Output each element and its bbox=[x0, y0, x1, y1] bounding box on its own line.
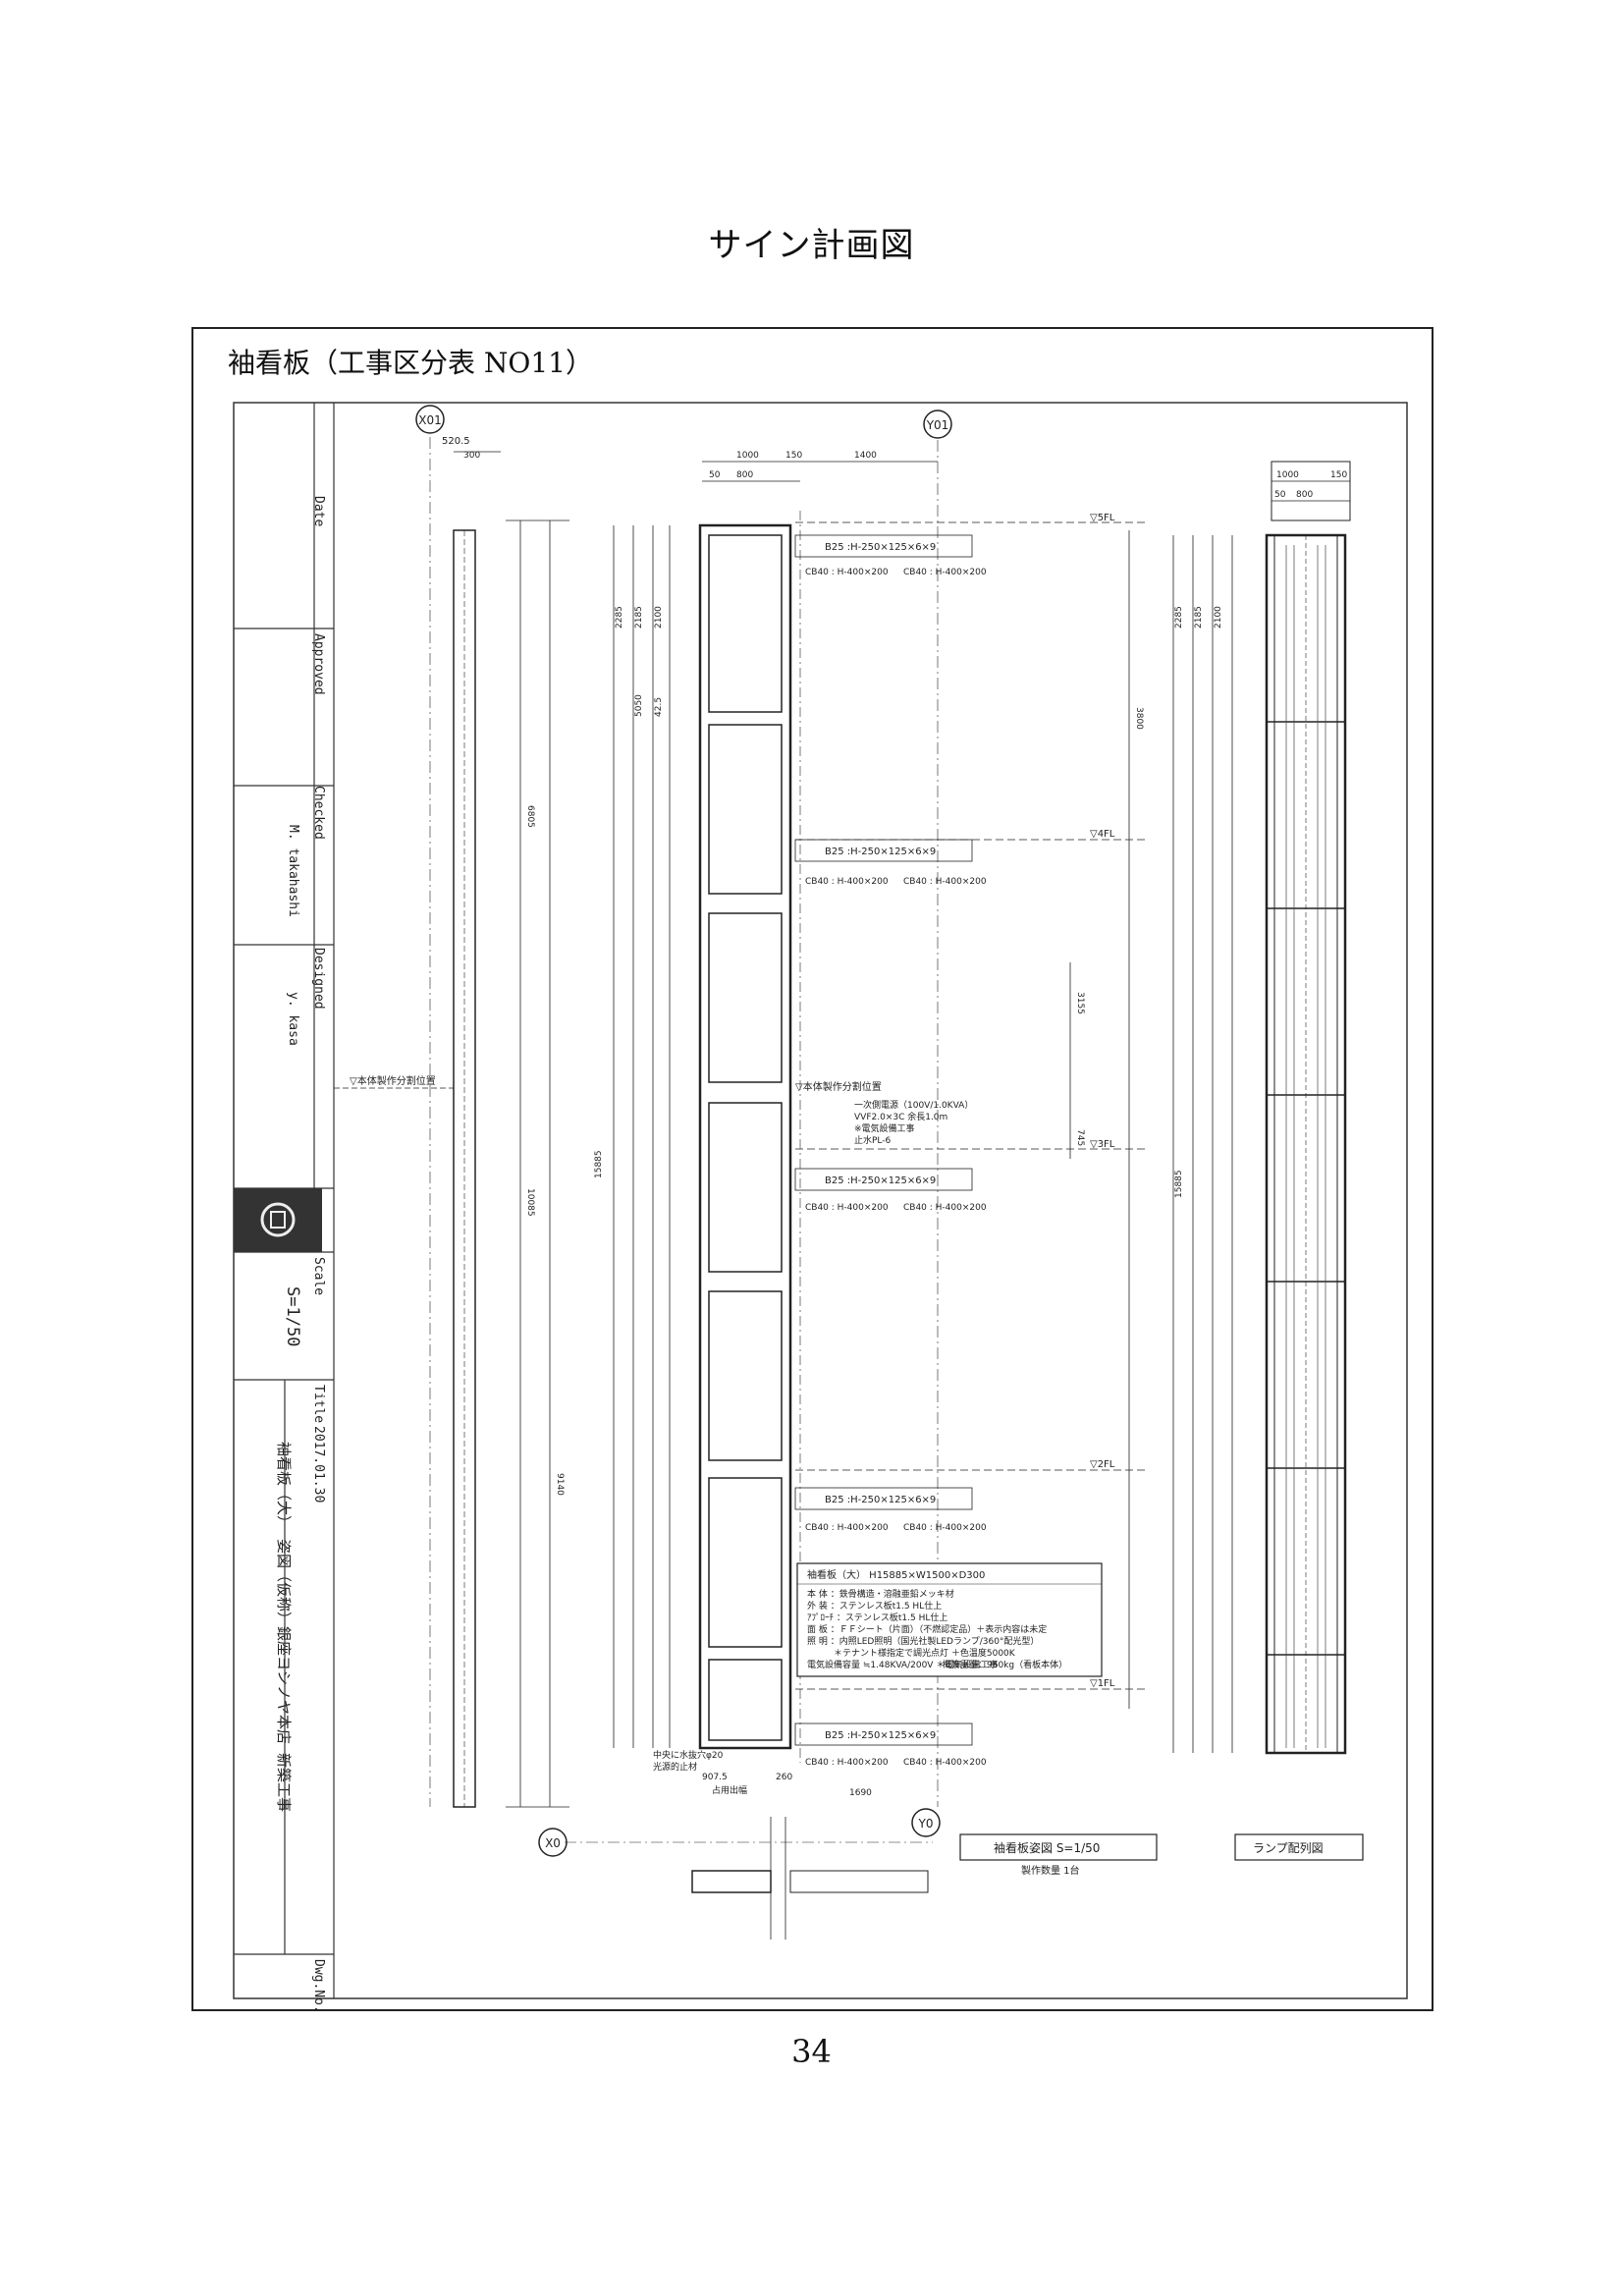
elevation-caption-box bbox=[959, 1833, 1158, 1861]
spec-box bbox=[796, 1562, 1103, 1677]
top-dim-50: 50 bbox=[709, 470, 721, 480]
right-panel-dim-2285: 2285 bbox=[1174, 606, 1184, 629]
level-mark-3: ▽3FL bbox=[1090, 1139, 1115, 1150]
beam-label-5: B25 :H-250×125×6×9 bbox=[825, 1730, 936, 1741]
right-dim-3155: 3155 bbox=[1075, 992, 1085, 1014]
right-top-dim-150: 150 bbox=[1330, 470, 1347, 480]
spec-row: 外 装 ：ステンレス板t1.5 HL仕上 bbox=[807, 1600, 942, 1612]
right-total-dim: 15885 bbox=[1174, 1170, 1184, 1198]
company-logo bbox=[234, 1188, 322, 1252]
cb-label-5: CB40 : H-400×200 bbox=[805, 1203, 889, 1213]
spec-title: 袖看板（大） H15885×W1500×D300 bbox=[807, 1568, 985, 1581]
total-height-dim: 15885 bbox=[594, 1150, 604, 1178]
beam-label-4: B25 :H-250×125×6×9 bbox=[825, 1495, 936, 1505]
bottom-note-1: 中央に水抜穴φ20 bbox=[653, 1749, 724, 1761]
spec-row: ｱﾌﾟﾛｰﾁ ：ステンレス板t1.5 HL仕上 bbox=[807, 1612, 947, 1623]
right-top-dim-50: 50 bbox=[1274, 490, 1286, 500]
grid-label-y01: Y01 bbox=[926, 418, 949, 432]
gap-dim-5050: 5050 bbox=[634, 694, 644, 717]
top-dim-800: 800 bbox=[736, 470, 753, 480]
side-dim-6805: 6805 bbox=[525, 805, 535, 828]
drawing-frame bbox=[191, 327, 1434, 2011]
level-mark-1: ▽5FL bbox=[1090, 513, 1115, 523]
right-top-dim-1000: 1000 bbox=[1276, 470, 1299, 480]
lamp-caption-box bbox=[1234, 1833, 1364, 1861]
top-dim-150: 150 bbox=[785, 451, 802, 461]
cb-label-7: CB40 : H-400×200 bbox=[805, 1523, 889, 1533]
front-elevation bbox=[613, 440, 1130, 1807]
cb-label-4: CB40 : H-400×200 bbox=[903, 877, 987, 887]
cb-label-2: CB40 : H-400×200 bbox=[903, 568, 987, 577]
panel-dim-2285: 2285 bbox=[615, 606, 624, 629]
side-elevation bbox=[334, 437, 569, 1808]
grid-bubble-y0 bbox=[911, 1808, 941, 1837]
right-panel-dim-2100: 2100 bbox=[1214, 606, 1223, 629]
right-panel-dim-2185: 2185 bbox=[1194, 606, 1204, 629]
spec-row: 面 板 ：ＦＦシート（片面）（不燃認定品）＋表示内容は未定 bbox=[807, 1623, 1047, 1635]
cb-label-1: CB40 : H-400×200 bbox=[805, 568, 889, 577]
top-dim-1400: 1400 bbox=[854, 451, 877, 461]
cb-label-8: CB40 : H-400×200 bbox=[903, 1523, 987, 1533]
quantity-caption: 製作数量 1台 bbox=[1021, 1864, 1080, 1877]
spec-row: ＊テナント様指定で調光点灯 ＋色温度5000K bbox=[807, 1647, 1016, 1659]
split-note-left: ▽本体製作分割位置 bbox=[350, 1074, 436, 1087]
level-mark-2: ▽4FL bbox=[1090, 829, 1115, 840]
bottom-note-2: 光源的止材 bbox=[653, 1761, 697, 1773]
beam-label-3: B25 :H-250×125×6×9 bbox=[825, 1175, 936, 1186]
cb-label-9: CB40 : H-400×200 bbox=[805, 1758, 889, 1768]
lamp-caption: ランプ配列図 bbox=[1253, 1841, 1324, 1855]
side-dim-10085: 10085 bbox=[525, 1188, 535, 1217]
level-mark-4: ▽2FL bbox=[1090, 1459, 1115, 1470]
top-dim-1000: 1000 bbox=[736, 451, 759, 461]
right-dim-745: 745 bbox=[1075, 1129, 1085, 1146]
panel-dim-2185: 2185 bbox=[634, 606, 644, 629]
beam-label: B25 :H-250×125×6×9 bbox=[825, 542, 936, 553]
right-top-dim-800: 800 bbox=[1296, 490, 1313, 500]
gap-dim-42-5: 42.5 bbox=[654, 697, 664, 717]
panel-dim-2100: 2100 bbox=[654, 606, 664, 629]
cb-label-6: CB40 : H-400×200 bbox=[903, 1203, 987, 1213]
bottom-dim-1690: 1690 bbox=[849, 1788, 872, 1798]
spec-row: 概算重量：960kg（看板本体） bbox=[943, 1659, 1067, 1670]
power-note-2: VVF2.0×3C 余長1.0m bbox=[854, 1111, 947, 1122]
side-dim-9140: 9140 bbox=[555, 1473, 565, 1496]
beam-label-2: B25 :H-250×125×6×9 bbox=[825, 847, 936, 857]
bottom-dim-907: 907.5 bbox=[702, 1773, 728, 1782]
side-dim-top: 520.5 bbox=[442, 436, 470, 447]
power-note-4: 止水PL-6 bbox=[854, 1134, 892, 1146]
page-number: 34 bbox=[791, 2033, 832, 2070]
bottom-note-3: 占用出幅 bbox=[712, 1784, 747, 1796]
elevation-caption: 袖看板姿図 S=1/50 bbox=[994, 1840, 1100, 1855]
right-dim-3800: 3800 bbox=[1134, 707, 1144, 730]
page-title: サイン計画図 bbox=[708, 226, 915, 265]
lamp-strips bbox=[1285, 545, 1326, 1748]
power-note-1: 一次側電源（100V/1.0KVA） bbox=[854, 1099, 973, 1111]
spec-row: 電気設備容量 ≒1.48KVA/200V ＊電気設備工事 bbox=[807, 1659, 998, 1670]
spec-row: 本 体 ：鉄骨構造・溶融亜鉛メッキ材 bbox=[807, 1588, 954, 1600]
spec-row: 照 明 ：内照LED照明（国光社製LEDランプ/360°配光型） bbox=[807, 1635, 1039, 1647]
logo-mark-icon bbox=[260, 1202, 296, 1237]
side-dim-300: 300 bbox=[463, 451, 480, 461]
grid-label-x0: X0 bbox=[545, 1836, 561, 1850]
power-note-3: ※電気設備工事 bbox=[854, 1122, 915, 1134]
level-lines bbox=[794, 521, 1149, 1746]
cb-label-3: CB40 : H-400×200 bbox=[805, 877, 889, 887]
section-title: 袖看板（工事区分表 NO11） bbox=[228, 347, 593, 379]
plan-view bbox=[565, 1817, 933, 1940]
lamp-arrangement bbox=[1172, 461, 1351, 1755]
bottom-dim-260: 260 bbox=[776, 1773, 792, 1782]
grid-bubble-x01 bbox=[415, 405, 445, 434]
grid-label-x01: X01 bbox=[418, 413, 442, 427]
grid-label-y0: Y0 bbox=[918, 1817, 934, 1831]
split-note: ▽本体製作分割位置 bbox=[795, 1080, 882, 1093]
cb-label-10: CB40 : H-400×200 bbox=[903, 1758, 987, 1768]
level-mark-5: ▽1FL bbox=[1090, 1678, 1115, 1689]
grid-bubble-y01 bbox=[923, 410, 952, 439]
